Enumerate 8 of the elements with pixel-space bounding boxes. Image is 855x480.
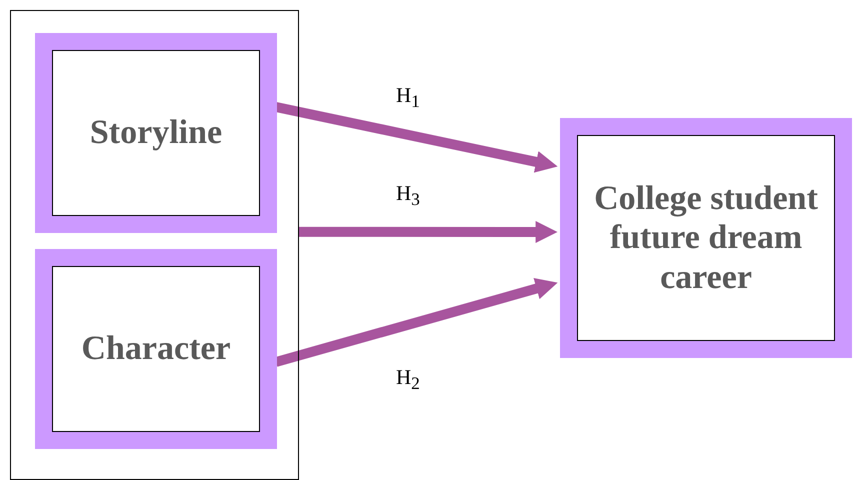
concept-label: Character — [81, 329, 231, 369]
group-box — [10, 10, 299, 480]
concept-label: Storyline — [90, 113, 222, 153]
concept-label: College student future dream career — [593, 179, 819, 297]
concept-frame — [560, 118, 852, 358]
arrow — [299, 220, 558, 243]
concept-frame — [35, 33, 277, 233]
concept-frame — [35, 249, 277, 449]
